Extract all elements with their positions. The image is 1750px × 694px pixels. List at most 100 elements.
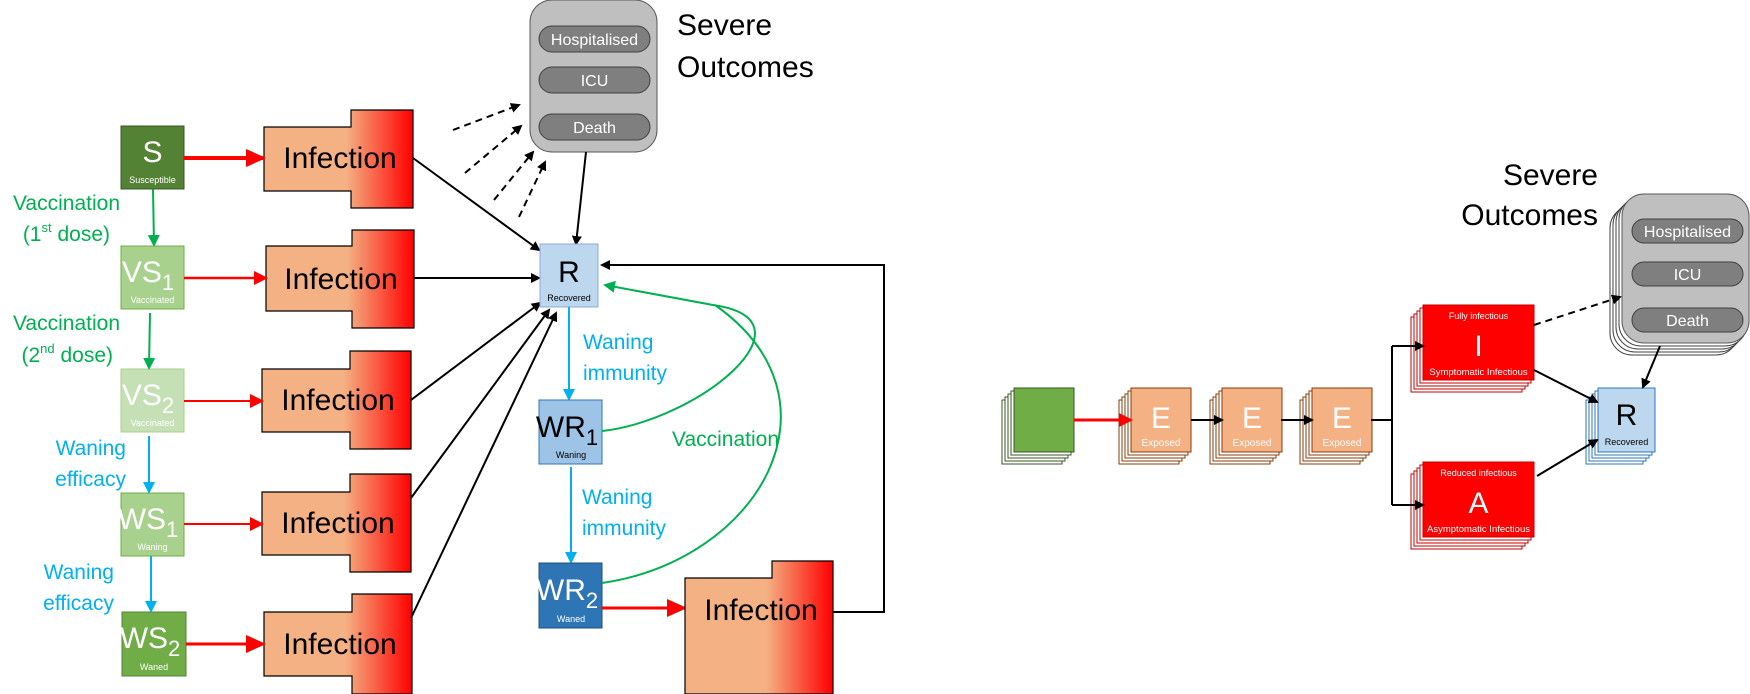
compartment-r: R Recovered [539, 243, 599, 308]
vaccination-2nd-dose-label: Vaccination (2nd dose) [13, 312, 120, 367]
waning-immunity-2-label: Waning immunity [582, 486, 667, 540]
exposed-caption: Exposed [1323, 438, 1362, 449]
svg-text:Vaccinated: Vaccinated [131, 418, 175, 428]
symptomatic-symbol: I [1474, 330, 1482, 363]
compartment-vs1: VS1 Vaccinated [120, 245, 185, 310]
svg-text:Waning: Waning [583, 331, 653, 354]
recovered-symbol: R [1616, 399, 1638, 432]
outcome-hospitalised: Hospitalised [538, 25, 651, 53]
svg-text:VS1: VS1 [122, 256, 174, 295]
svg-text:Death: Death [1666, 313, 1709, 330]
vaccination-2-arrow [143, 312, 156, 370]
svg-text:S: S [142, 136, 162, 169]
svg-text:Waned: Waned [140, 662, 168, 672]
compartment-s: S Susceptible [120, 125, 185, 190]
svg-text:Recovered: Recovered [547, 293, 591, 303]
infection-from-s: Infection [263, 109, 414, 209]
symptomatic-top-label: Fully infectious [1449, 311, 1509, 321]
svg-text:WS2: WS2 [120, 622, 181, 661]
outcome-hospitalised: Hospitalised [1631, 218, 1744, 244]
infection-arrows [184, 149, 268, 653]
symptomatic-bottom-label: Symptomatic Infectious [1429, 367, 1527, 378]
svg-text:Waning: Waning [44, 561, 114, 584]
svg-text:(1st dose): (1st dose) [23, 220, 110, 246]
infection-from-ws2: Infection [263, 593, 413, 694]
svg-text:ICU: ICU [581, 73, 609, 90]
svg-text:Hospitalised: Hospitalised [1644, 224, 1731, 241]
svg-text:Infection: Infection [283, 142, 396, 175]
exposed-stack: E Exposed [1299, 387, 1373, 465]
outcome-death: Death [538, 113, 651, 141]
svg-text:Infection: Infection [281, 384, 394, 417]
svg-text:Infection: Infection [284, 263, 397, 296]
svg-text:Waning: Waning [582, 486, 652, 509]
vaccination-1-arrow [147, 188, 160, 247]
svg-text:efficacy: efficacy [43, 592, 114, 615]
exposed-caption: Exposed [1233, 438, 1272, 449]
svg-text:Vaccinated: Vaccinated [131, 295, 175, 305]
asymptomatic-top-label: Reduced infectious [1440, 468, 1517, 478]
svg-text:Infection: Infection [281, 507, 394, 540]
compartment-ws1: WS1 Waning [118, 492, 185, 557]
exposed-stack: E Exposed [1118, 387, 1192, 465]
svg-text:Waning: Waning [56, 437, 126, 460]
svg-text:(2nd dose): (2nd dose) [21, 341, 113, 367]
asymptomatic-symbol: A [1468, 487, 1488, 520]
severe-outcomes-title-right: Severe [1503, 159, 1598, 192]
compartment-wr2: WR2 Waned [536, 562, 603, 629]
svg-text:Vaccination: Vaccination [13, 192, 120, 215]
recovered-stack-right: R Recovered [1585, 387, 1656, 465]
infection-from-vs2: Infection [261, 350, 412, 450]
svg-text:Waning: Waning [556, 450, 586, 460]
svg-text:WS1: WS1 [118, 503, 179, 542]
severe-outcomes-left: Hospitalised ICU Death [529, 0, 658, 153]
svg-text:Death: Death [573, 120, 616, 137]
svg-text:immunity: immunity [583, 362, 668, 385]
svg-text:WR1: WR1 [536, 411, 598, 450]
svg-text:Waning: Waning [137, 542, 167, 552]
waning-immunity-1-label: Waning immunity [583, 331, 668, 385]
infection-from-wr2: Infection [684, 560, 834, 694]
svg-text:Infection: Infection [704, 594, 817, 627]
waning-efficacy-1-label: Waning efficacy [55, 437, 126, 491]
asymptomatic-bottom-label: Asymptomatic Infectious [1427, 524, 1530, 535]
exposed-stack: E Exposed [1209, 387, 1283, 465]
svg-text:VS2: VS2 [122, 379, 174, 418]
exposed-caption: Exposed [1142, 438, 1181, 449]
svg-text:ICU: ICU [1674, 267, 1702, 284]
recovery-arrows [410, 151, 885, 619]
exposed-symbol: E [1242, 402, 1262, 435]
svg-text:Waned: Waned [557, 614, 585, 624]
svg-text:WR2: WR2 [536, 574, 598, 613]
compartment-wr1: WR1 Waning [536, 399, 603, 465]
recovered-caption: Recovered [1605, 437, 1649, 447]
severe-outcomes-right: Hospitalised ICU Death [1609, 193, 1750, 356]
compartment-ws2: WS2 Waned [120, 611, 187, 677]
svg-text:Susceptible: Susceptible [129, 175, 176, 185]
severe-outcome-arrows [452, 103, 547, 218]
exposed-symbol: E [1151, 402, 1171, 435]
infection-from-vs1: Infection [265, 229, 415, 329]
vaccination-curves [601, 280, 782, 584]
severe-outcomes-title: Severe [677, 9, 772, 42]
svg-text:R: R [558, 256, 580, 289]
waning-efficacy-2-label: Waning efficacy [43, 561, 114, 615]
svg-text:immunity: immunity [582, 517, 667, 540]
svg-text:Hospitalised: Hospitalised [551, 32, 638, 49]
vaccination-label: Vaccination [672, 428, 779, 451]
right-arrows [1074, 294, 1661, 510]
compartment-vs2: VS2 Vaccinated [120, 368, 185, 433]
infection-from-ws1: Infection [261, 473, 412, 573]
outcome-death: Death [1631, 307, 1744, 333]
severe-outcomes-title: Outcomes [677, 51, 814, 84]
right-susceptible-stack [1001, 387, 1075, 465]
exposed-symbol: E [1332, 402, 1352, 435]
outcome-icu: ICU [1631, 261, 1744, 287]
svg-text:Vaccination: Vaccination [13, 312, 120, 335]
outcome-icu: ICU [538, 66, 651, 94]
severe-outcomes-title-right: Outcomes [1461, 199, 1598, 232]
svg-text:Infection: Infection [283, 628, 396, 661]
